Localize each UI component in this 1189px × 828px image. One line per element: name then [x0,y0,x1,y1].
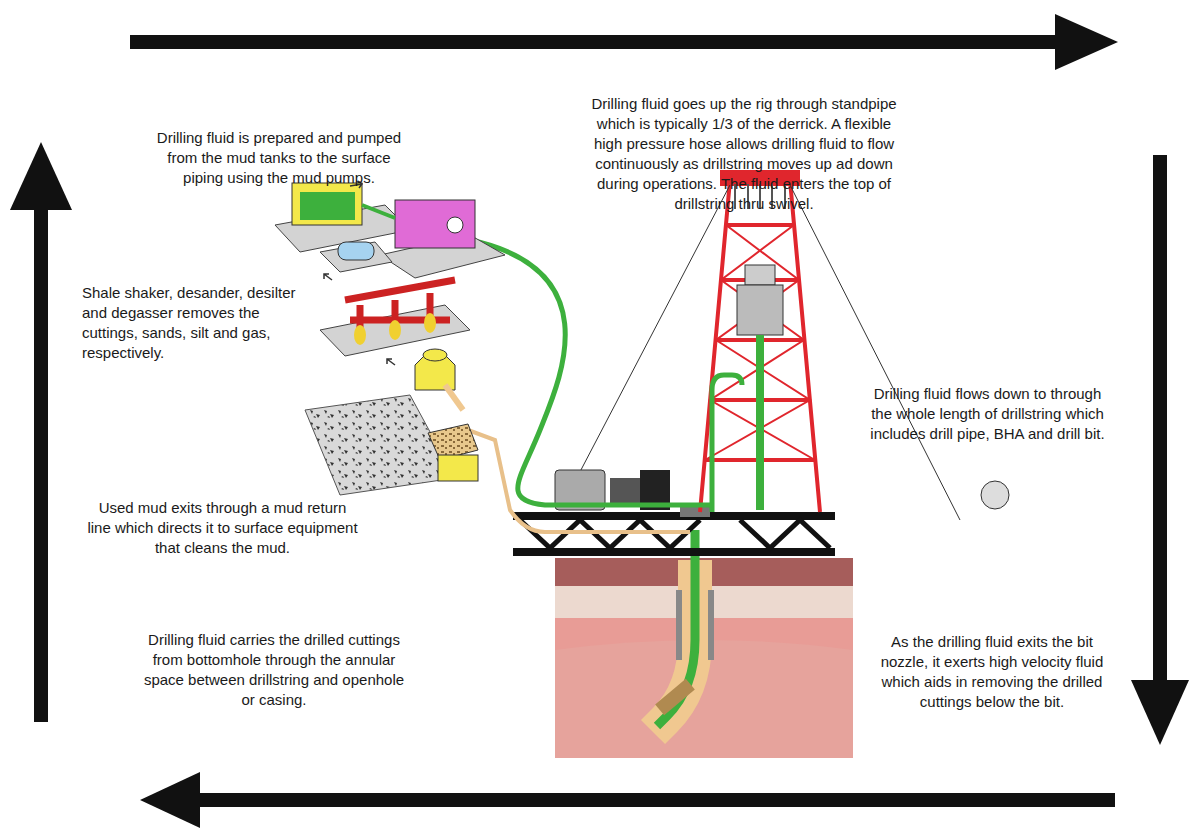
degasser [320,242,392,272]
top-drive [737,265,783,510]
cuttings-pit [305,395,455,495]
step-note: Drilling fluid is prepared and pumped fr… [148,128,410,188]
mud-hose [470,240,712,505]
standpipe [712,375,742,512]
suction-line [362,205,395,218]
wellbore [653,530,714,732]
ground-layers [555,558,853,758]
mud-pump [380,200,505,278]
step-note: Shale shaker, desander, desilter and deg… [82,283,300,363]
mud-tank [275,183,410,252]
step-note: Used mud exits through a mud return line… [85,498,360,558]
step-note: Drilling fluid carries the drilled cutti… [140,630,408,710]
step-note: Drilling fluid goes up the rig through s… [585,94,903,214]
shaker-tank [415,349,463,410]
cycle-arrows [10,14,1189,828]
derrick [700,172,820,512]
return-line [468,430,690,532]
shale-shaker [428,424,478,481]
guy-lines [560,185,960,520]
step-note: Drilling fluid flows down to through the… [865,384,1110,444]
flow-ticks [324,181,395,365]
desander-desilter [320,280,470,356]
step-note: As the drilling fluid exits the bit nozz… [872,632,1112,712]
